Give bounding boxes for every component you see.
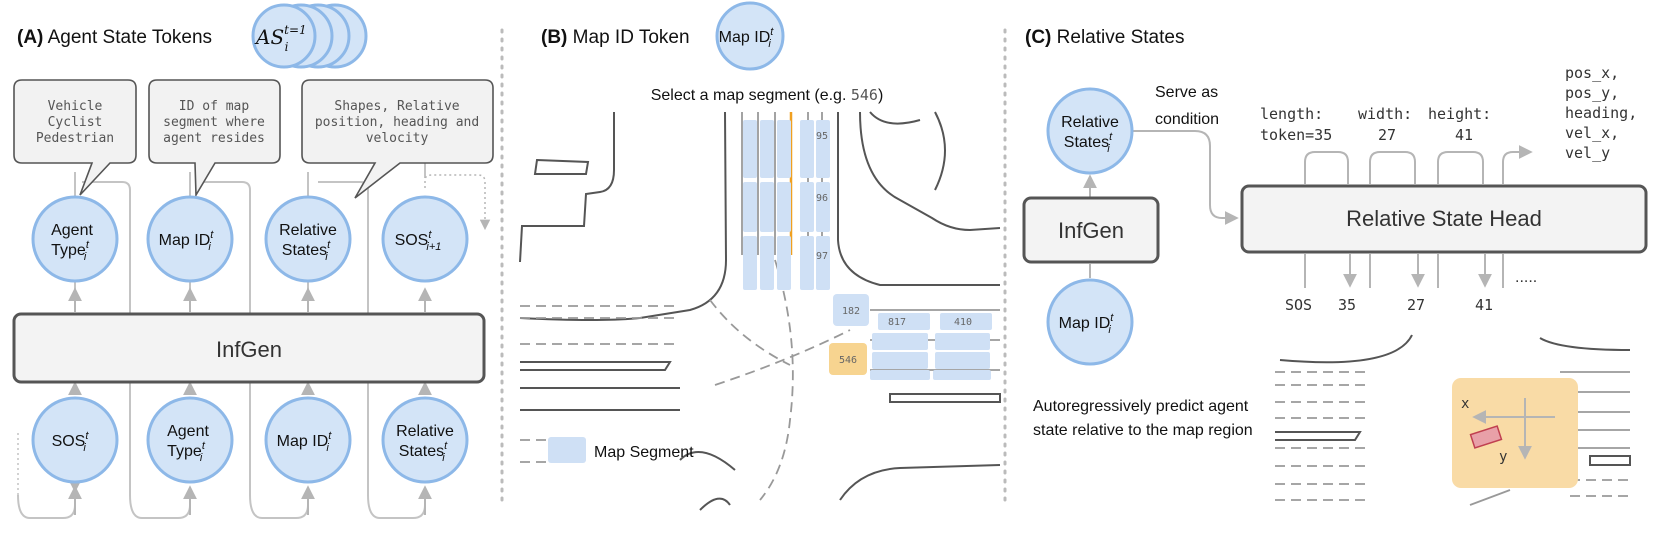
segment-label-95: 95: [816, 131, 828, 142]
bubble-map-id-line1: ID of map: [179, 99, 250, 114]
token-row: SOS 35 27 41 .....: [1285, 269, 1537, 314]
rel-states-node-line1: Relative: [1061, 114, 1119, 131]
segment-label-97: 97: [816, 251, 828, 262]
output-list: pos_x, pos_y, heading, vel_x, vel_y: [1565, 64, 1637, 162]
attr-height-value: 41: [1455, 126, 1473, 144]
bubble-agent-type-line1: Vehicle: [48, 99, 103, 114]
serve-as-line1: Serve as: [1155, 84, 1218, 101]
agent-region: [1452, 378, 1578, 488]
bubble-agent-type-line2: Cyclist: [48, 115, 103, 130]
segment-labels: 95 96 97 182 817 410 546: [816, 131, 972, 366]
panel-a-arrows: [68, 287, 432, 515]
axis-y-label: y: [1499, 449, 1507, 465]
output-pos-y: pos_y,: [1565, 84, 1619, 102]
auto-text-line1: Autoregressively predict agent: [1033, 398, 1249, 415]
attr-length: length:: [1260, 105, 1323, 123]
panel-c-heading: (C) Relative States: [1025, 27, 1184, 48]
infgen-box-a: InfGen: [12, 312, 486, 384]
output-vel-y: vel_y: [1565, 144, 1610, 162]
bottom-node-agent-type-line1: Agent: [167, 423, 209, 440]
map-segments: [743, 120, 992, 380]
bubble-agent-type-line3: Pedestrian: [36, 131, 114, 146]
infgen-box-c: InfGen: [1022, 196, 1160, 264]
serve-as-line2: condition: [1155, 111, 1219, 128]
auto-text-line2: state relative to the map region: [1033, 422, 1253, 439]
top-node-agent-type-line1: Agent: [51, 222, 93, 239]
relative-state-head-label: Relative State Head: [1346, 206, 1542, 231]
segment-label-546: 546: [839, 355, 857, 366]
bubble-rel-line1: Shapes, Relative: [334, 99, 459, 114]
segment-label-817: 817: [888, 317, 906, 328]
bottom-node-rel-line1: Relative: [396, 423, 454, 440]
infgen-label-c: InfGen: [1058, 218, 1124, 243]
token-sos: SOS: [1285, 296, 1312, 314]
legend-swatch: [548, 437, 586, 463]
agent-lane-stub: [1469, 489, 1511, 506]
panel-a-heading: (A) Agent State Tokens: [17, 27, 212, 48]
output-vel-x: vel_x,: [1565, 124, 1619, 142]
attr-height: height:: [1428, 105, 1491, 123]
bubble-agent-type: Vehicle Cyclist Pedestrian: [13, 79, 137, 196]
infgen-label-a: InfGen: [216, 337, 282, 362]
map-dashed-lanes: [520, 259, 851, 501]
token-ellipsis: .....: [1515, 269, 1537, 286]
bubble-map-id-line2: segment where: [163, 115, 265, 130]
bubble-map-id-line3: agent resides: [163, 131, 265, 146]
map-crop: [1275, 334, 1631, 501]
segment-label-96: 96: [816, 193, 828, 204]
attr-length-value: token=35: [1260, 126, 1332, 144]
token-27: 27: [1407, 296, 1425, 314]
bubble-rel-line2: position, heading and: [315, 115, 479, 130]
segment-label-182: 182: [842, 306, 860, 317]
attr-width-value: 27: [1378, 126, 1396, 144]
axis-x-label: x: [1461, 396, 1469, 412]
map-caption: Select a map segment (e.g. 546): [651, 86, 884, 104]
bubble-rel-line3: velocity: [366, 131, 429, 146]
top-node-rel-line1: Relative: [279, 222, 337, 239]
attr-width: width:: [1358, 105, 1412, 123]
relative-state-head: Relative State Head: [1240, 184, 1648, 254]
output-pos-x: pos_x,: [1565, 64, 1619, 82]
segment-label-410: 410: [954, 317, 972, 328]
bubble-relative-states: Shapes, Relative position, heading and v…: [301, 79, 494, 199]
legend-label: Map Segment: [594, 444, 694, 461]
token-35: 35: [1338, 296, 1356, 314]
bubble-map-id: ID of map segment where agent resides: [148, 79, 281, 198]
panel-b-heading: (B) Map ID Token: [541, 27, 690, 48]
token-41: 41: [1475, 296, 1493, 314]
agent-box: [1469, 425, 1503, 449]
selected-segment-546: [829, 343, 867, 375]
output-heading: heading,: [1565, 104, 1637, 122]
local-axes: [1472, 398, 1555, 460]
attribute-labels: length: width: height: token=35 27 41: [1260, 105, 1491, 144]
